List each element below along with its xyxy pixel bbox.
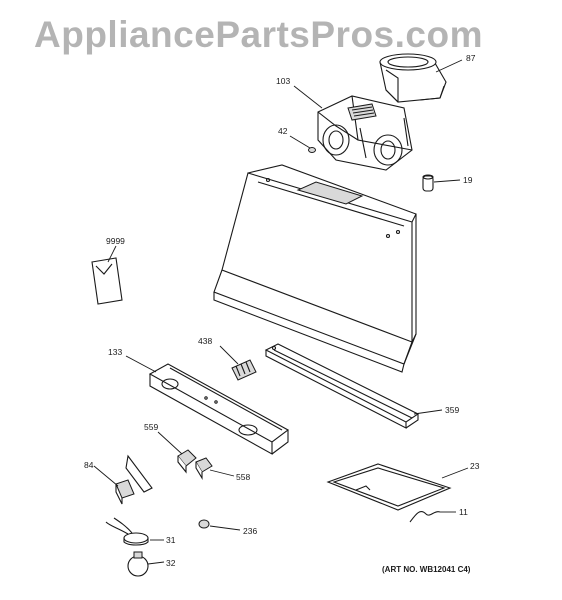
label-42: 42 <box>278 126 288 136</box>
label-84: 84 <box>84 460 94 470</box>
label-103: 103 <box>276 76 290 86</box>
hood-body[interactable] <box>213 164 417 373</box>
leader-559 <box>157 431 183 455</box>
label-9999: 9999 <box>106 236 125 246</box>
label-438: 438 <box>198 336 212 346</box>
label-359: 359 <box>445 405 459 415</box>
part-103-blower-assembly[interactable] <box>317 95 413 171</box>
part-236-knob[interactable] <box>198 519 210 529</box>
part-23-grease-filter[interactable] <box>326 463 452 511</box>
leader-558 <box>209 469 235 477</box>
part-42-screw[interactable] <box>308 147 316 153</box>
part-32-light-bulb[interactable] <box>127 551 149 577</box>
part-84-transformer[interactable] <box>115 454 153 505</box>
label-559: 559 <box>144 422 158 432</box>
watermark-text: AppliancePartsPros.com <box>34 14 483 55</box>
part-438-switch[interactable] <box>231 359 257 381</box>
art-number: (ART NO. WB12041 C4) <box>382 565 471 574</box>
label-31: 31 <box>166 535 176 545</box>
label-236: 236 <box>243 526 257 536</box>
leader-23 <box>441 467 469 479</box>
part-133-bottom-panel[interactable] <box>148 363 290 455</box>
leader-438 <box>219 345 239 365</box>
leader-359 <box>413 409 443 415</box>
part-559-lamp-socket[interactable] <box>177 449 197 474</box>
part-558-switch[interactable] <box>195 457 213 480</box>
part-31-lamp-receptacle[interactable] <box>105 517 149 546</box>
leader-42 <box>289 135 311 149</box>
label-11: 11 <box>459 507 468 517</box>
leader-84 <box>93 465 119 487</box>
part-9999-literature[interactable] <box>91 257 123 305</box>
part-359-vent-channel[interactable] <box>264 343 420 429</box>
label-23: 23 <box>470 461 480 471</box>
leader-87 <box>435 59 463 73</box>
label-133: 133 <box>108 347 122 357</box>
label-87: 87 <box>466 53 476 63</box>
label-32: 32 <box>166 558 176 568</box>
leader-236 <box>209 525 241 531</box>
part-19-capacitor[interactable] <box>422 174 434 192</box>
leader-19 <box>433 179 461 183</box>
label-19: 19 <box>463 175 473 185</box>
leader-103 <box>293 85 323 109</box>
label-558: 558 <box>236 472 250 482</box>
leader-133 <box>125 355 157 373</box>
leader-32 <box>147 561 165 565</box>
leader-9999 <box>107 245 117 263</box>
part-11-wire-harness[interactable] <box>409 511 441 523</box>
part-87-damper[interactable] <box>379 53 447 103</box>
